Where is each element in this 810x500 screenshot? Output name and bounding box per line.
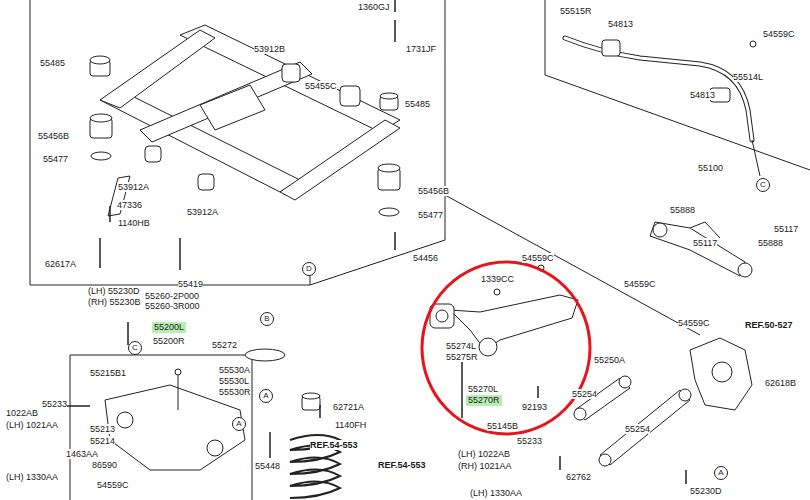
callout-number: (RH) 1021AA [458,461,512,471]
callout-number: 55233 [42,399,67,409]
callout-number: 55145B [487,421,518,431]
callout-number: 55254 [572,389,597,399]
callout-number: 62721A [333,402,364,412]
callout-number: 62762 [566,472,591,482]
part-number: 55270R [468,395,500,405]
callout-number: 53912A [187,207,218,217]
reference-note: REF.50-527 [745,320,793,330]
callout-number: 55117 [774,224,798,234]
reference-letter: A [263,391,268,400]
reference-letter: B [264,314,269,323]
callout-number: (LH) 1330AA [6,472,58,482]
callout-number: 55272 [212,340,237,350]
callout-number: 55448 [255,461,280,471]
callout-number: 1463AA [66,449,98,459]
callout-number: 55233 [517,436,542,446]
reference-circle: A [714,466,728,480]
callout-number: (RH) 55230B [88,297,141,307]
callout-number: 1731JF [406,44,436,54]
callout-number: 55260-2P000 [145,291,199,301]
reference-note: REF.54-553 [378,460,426,470]
reference-note: REF.54-553 [310,440,358,450]
reference-letter: A [236,419,241,428]
callout-number: (LH) 1022AB [458,449,510,459]
callout-number: 55275R [446,352,478,362]
callout-number: 55515R [560,6,592,16]
callout-number: 55213 [90,424,115,434]
callout-number: 54456 [413,253,438,263]
callout-number: 54559C [624,279,656,289]
callout-number: 55530A [219,365,250,375]
highlighted-part-number: 55200L [152,322,186,333]
reference-letter: D [306,264,312,273]
reference-circle: A [259,389,273,403]
callout-number: 53912B [254,44,285,54]
callout-number: 55456B [418,186,449,196]
callout-number: 55260-3R000 [145,301,200,311]
callout-number: 55200R [153,336,185,346]
reference-circle: C [756,178,770,192]
callout-number: (LH) 1021AA [6,420,58,430]
callout-number: 55254 [625,424,650,434]
callout-number: (LH) 55230D [88,286,140,296]
callout-number: 62618B [765,378,796,388]
callout-number: 55250A [594,355,625,365]
callout-number: 54813 [690,90,715,100]
callout-number: 55485 [405,99,430,109]
callout-number: 55230D [690,486,722,496]
highlighted-part-number: 55270R [466,395,502,406]
callout-number: 55215B1 [90,368,126,378]
reference-circle: D [302,262,316,276]
callout-number: 86590 [92,460,117,470]
callout-number: 55514L [733,72,763,82]
callout-number: 54559C [678,318,710,328]
callout-number: 55274L [446,341,476,351]
reference-circle: C [128,341,142,355]
callout-number: 1140HB [118,218,150,228]
callout-number: 54559C [97,480,129,490]
callout-number: 55214 [90,436,115,446]
callout-number: (LH) 1330AA [470,488,522,498]
callout-number: 1360GJ [358,2,390,12]
callout-number: 55117 [693,238,717,248]
callout-number: 1022AB [6,408,38,418]
callout-number: 54559C [763,29,795,39]
callout-number: 1339CC [481,274,514,284]
callout-number: 55530L [219,376,249,386]
callout-number: 92193 [522,402,547,412]
callout-number: 47336 [117,200,142,210]
callout-number: 62617A [45,259,76,269]
callout-number: 55100 [698,163,723,173]
reference-letter: A [718,468,723,477]
callout-number: 55455C [305,81,337,91]
callout-number: 55485 [40,58,65,68]
callout-number: 55888 [758,238,783,248]
callout-number: 55270L [468,384,498,394]
reference-letter: C [760,180,766,189]
callout-number: 55530R [219,387,251,397]
callout-number: 53912A [118,182,149,192]
part-number: 55200L [154,322,184,332]
callout-number: 55888 [670,205,695,215]
callout-number: 55477 [43,154,68,164]
reference-circle: B [260,312,274,326]
callout-number: 55419 [178,279,203,289]
reference-letter: C [132,343,138,352]
callout-number: 54559C [522,253,554,263]
callout-number: 54813 [608,19,633,29]
callout-number: 55456B [38,131,69,141]
callout-number: 55477 [418,210,443,220]
callout-number: 1140FH [335,420,366,430]
reference-circle: A [232,417,246,431]
